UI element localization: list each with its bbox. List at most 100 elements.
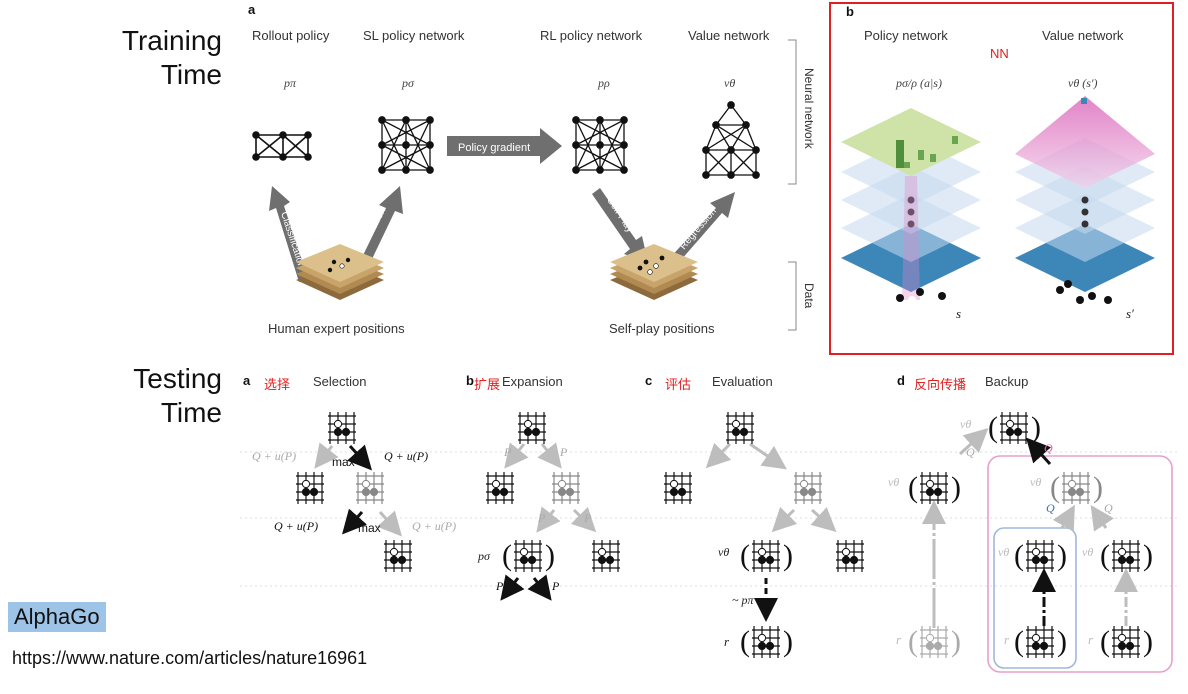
testing-time-word: Time (160, 397, 222, 428)
go-board-mini (486, 472, 514, 504)
backup-blue-frame (993, 527, 1077, 669)
go-board-mini (296, 472, 324, 504)
mcts-c-letter: c (645, 373, 653, 388)
data-side-label: Data (802, 283, 816, 309)
mcts-d-letter: d (897, 373, 905, 388)
v-theta-leaf1: vθ (998, 545, 1009, 559)
v-theta-mid: vθ (1030, 475, 1041, 489)
go-board-mini: () (502, 539, 555, 572)
rollout-policy-title: Rollout policy (252, 28, 330, 43)
testing-label: Testing Time (118, 362, 222, 430)
svg-text:): ) (1057, 539, 1067, 572)
svg-text:(: ( (1100, 625, 1110, 658)
value-b-symbol: vθ (s′) (1068, 76, 1098, 90)
r-backup-3: r (1088, 632, 1094, 647)
s-prime-label: s′ (1126, 306, 1134, 321)
expansion-tree (500, 442, 597, 601)
p-sigma-label: pσ (477, 549, 491, 563)
svg-text:): ) (1143, 625, 1153, 658)
evaluation-en: Evaluation (712, 374, 773, 389)
training-label: Training Time (118, 24, 222, 92)
go-board-mini: () (1014, 625, 1067, 658)
expansion-cn: 扩展 (474, 377, 501, 392)
v-theta-root: vθ (960, 417, 971, 431)
neural-network-side-label: Neural network (802, 68, 816, 150)
svg-text:): ) (1143, 539, 1153, 572)
panel-a-letter: a (248, 2, 256, 17)
q-up-right: Q + u(P) (384, 449, 428, 463)
go-board-mini: () (740, 625, 793, 658)
testing-word: Testing (133, 363, 222, 394)
go-board-mini (664, 472, 692, 504)
human-positions-label: Human expert positions (268, 321, 405, 336)
v-theta-leaf2: vθ (1082, 545, 1093, 559)
v-theta-eval: vθ (718, 545, 729, 559)
p-label-6: P (551, 579, 560, 593)
svg-text:): ) (1057, 625, 1067, 658)
go-board-mini (518, 412, 546, 444)
nn-label: NN (990, 46, 1009, 61)
regression-text: Regression (678, 206, 719, 252)
p-pi-label: ~ pπ (732, 593, 754, 607)
svg-text:): ) (783, 539, 793, 572)
policy-gradient-text: Policy gradient (458, 142, 530, 154)
go-board-mini (384, 540, 412, 572)
backup-en: Backup (985, 374, 1029, 389)
paper-url[interactable]: https://www.nature.com/articles/nature16… (12, 648, 368, 668)
panel-b-frame (829, 2, 1174, 355)
r-eval: r (724, 634, 730, 649)
data-bracket (788, 261, 797, 331)
svg-text:(: ( (502, 539, 512, 572)
rl-policy-title: RL policy network (540, 28, 643, 43)
go-board-mini (836, 540, 864, 572)
value-network-stack (1015, 96, 1155, 304)
policy-gradient-arrow: Policy gradient (447, 128, 562, 164)
mcts-b-letter: b (466, 373, 474, 388)
max-1: max (332, 455, 355, 469)
q-low-left: Q + u(P) (274, 519, 318, 533)
policy-b-symbol: pσ/ρ (a|s) (896, 76, 942, 90)
expansion-en: Expansion (502, 374, 563, 389)
p-label-3: P (537, 511, 546, 525)
go-board-mini: () (988, 411, 1041, 444)
rollout-symbol: pπ (284, 76, 297, 90)
svg-text:): ) (783, 625, 793, 658)
v-theta-left: vθ (888, 475, 899, 489)
backup-cn: 反向传播 (914, 377, 967, 392)
q-backup-4: Q (1104, 501, 1113, 515)
rollout-network-icon (252, 131, 312, 161)
value-network-b-title: Value network (1042, 28, 1124, 43)
p-label-2: P (559, 445, 568, 459)
policy-network-title: Policy network (864, 28, 948, 43)
q-backup-1: Q (966, 445, 975, 459)
svg-text:): ) (951, 625, 961, 658)
go-board-mini: () (1014, 539, 1067, 572)
evaluation-tree (705, 442, 837, 622)
go-board-mini (356, 472, 384, 504)
evaluation-cn: 评估 (665, 377, 692, 392)
mcts-a-letter: a (243, 373, 251, 388)
mcts-guides (240, 451, 1180, 587)
go-board-mini (592, 540, 620, 572)
svg-text:): ) (1093, 471, 1103, 504)
sl-network-icon (378, 116, 434, 174)
selection-tree (314, 442, 403, 537)
sl-symbol: pσ (402, 76, 414, 90)
go-board-mini (552, 472, 580, 504)
value-network-title: Value network (688, 28, 770, 43)
sl-policy-title: SL policy network (363, 28, 465, 43)
svg-text:(: ( (1100, 539, 1110, 572)
go-board-mini: () (908, 471, 961, 504)
human-board-stack (296, 244, 384, 300)
selfplay-positions-label: Self-play positions (609, 321, 715, 336)
r-backup-1: r (896, 632, 902, 647)
svg-text:): ) (545, 539, 555, 572)
svg-text:(: ( (908, 625, 918, 658)
max-2: max (358, 521, 381, 535)
svg-text:(: ( (1014, 625, 1024, 658)
s-label: s (956, 306, 961, 321)
svg-text:): ) (1031, 411, 1041, 444)
go-board-mini: () (740, 539, 793, 572)
p-label-1: P (503, 445, 512, 459)
